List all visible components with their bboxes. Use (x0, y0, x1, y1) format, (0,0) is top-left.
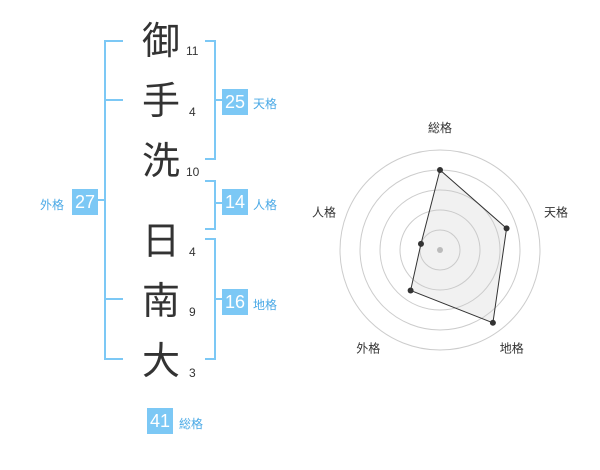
jinkaku-bracket (205, 180, 216, 230)
jinkaku-label: 人格 (253, 198, 278, 212)
radar-axis-label-2: 天格 (544, 204, 568, 219)
soukaku-value-badge: 41 (147, 408, 173, 434)
soukaku-label: 総格 (179, 417, 204, 431)
stroke-count-2: 4 (189, 105, 196, 119)
name-char-4: 日 (142, 219, 181, 263)
radar-center-point (437, 247, 443, 253)
radar-grid-ring (379, 189, 501, 311)
radar-axis-label-4: 外格 (356, 341, 380, 356)
stroke-count-5: 9 (189, 305, 196, 319)
stroke-count-6: 3 (189, 366, 196, 380)
chikaku-label: 地格 (253, 298, 278, 312)
radar-grid-ring (399, 209, 481, 291)
radar-point-5 (417, 240, 424, 247)
tenkaku-value-badge: 25 (222, 89, 248, 115)
radar-axis-label-5: 人格 (312, 204, 336, 219)
name-char-1: 御 (142, 19, 181, 63)
name-char-3: 洗 (142, 139, 181, 183)
radar-point-2 (503, 225, 510, 232)
name-char-5: 南 (142, 279, 181, 323)
gaikaku-value-badge: 27 (72, 189, 98, 215)
name-char-2: 手 (142, 79, 181, 123)
radar-axis-label-1: 総格 (428, 120, 452, 135)
stroke-count-3: 10 (186, 165, 200, 179)
tenkaku-label: 天格 (253, 97, 278, 111)
radar-series-area (410, 169, 508, 324)
radar-point-1 (437, 167, 443, 173)
gaikaku-label: 外格 (40, 198, 65, 212)
radar-point-3 (489, 319, 496, 326)
radar-point-4 (407, 287, 414, 294)
radar-axis-label-3: 地格 (500, 341, 524, 356)
chikaku-value-badge: 16 (222, 289, 248, 315)
radar-grid-ring (339, 149, 541, 351)
stroke-count-1: 11 (186, 44, 199, 58)
jinkaku-value-badge: 14 (222, 189, 248, 215)
stroke-count-4: 4 (189, 245, 196, 259)
name-char-6: 大 (142, 339, 181, 383)
